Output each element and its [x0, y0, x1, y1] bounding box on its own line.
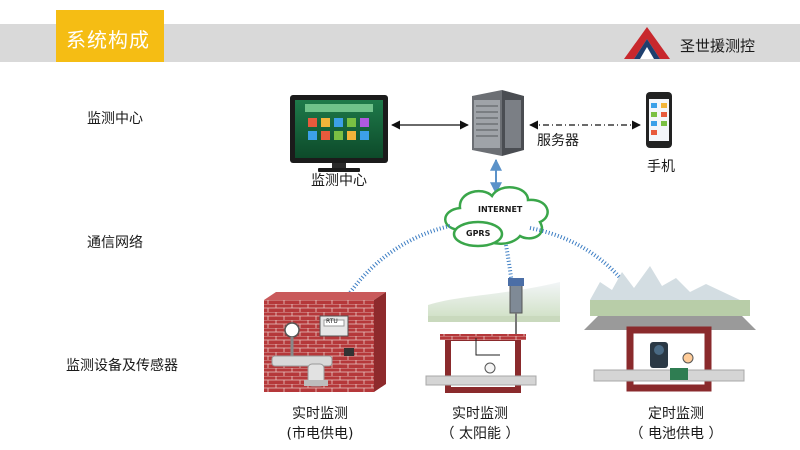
station-battery	[584, 266, 756, 392]
station-caption-mains: 实时监测 (市电供电)	[275, 404, 365, 444]
company-name: 圣世援测控	[680, 37, 756, 55]
station-mains	[264, 292, 386, 392]
station-caption-solar: 实时监测 （ 太阳能 ）	[432, 404, 528, 444]
server-caption: 服务器	[537, 133, 579, 149]
row-label-devices: 监测设备及传感器	[66, 358, 178, 374]
server-icon	[472, 90, 524, 156]
station-solar-line1: 实时监测	[452, 406, 508, 422]
row-label-network: 通信网络	[87, 235, 143, 251]
monitor-icon	[290, 95, 388, 172]
phone-caption: 手机	[647, 159, 675, 175]
signal-arcs	[341, 224, 650, 319]
title-block	[56, 10, 164, 62]
monitor-caption: 监测中心	[311, 173, 367, 189]
station-caption-battery: 定时监测 （ 电池供电 ）	[616, 404, 736, 444]
phone-icon	[646, 92, 672, 148]
company-logo	[624, 27, 670, 59]
row-label-monitoring-center: 监测中心	[87, 111, 143, 127]
cloud-icon	[444, 186, 549, 248]
page-title: 系统构成	[66, 28, 150, 52]
gprs-label: GPRS	[466, 229, 491, 238]
station-solar-line2: （ 太阳能 ）	[440, 426, 520, 442]
station-mains-line2: (市电供电)	[286, 426, 354, 442]
rtu-label: RTU	[326, 318, 338, 325]
station-battery-line2: （ 电池供电 ）	[629, 426, 723, 442]
internet-label: INTERNET	[478, 205, 523, 214]
station-battery-line1: 定时监测	[648, 406, 704, 422]
station-mains-line1: 实时监测	[292, 406, 348, 422]
station-solar	[425, 278, 560, 393]
